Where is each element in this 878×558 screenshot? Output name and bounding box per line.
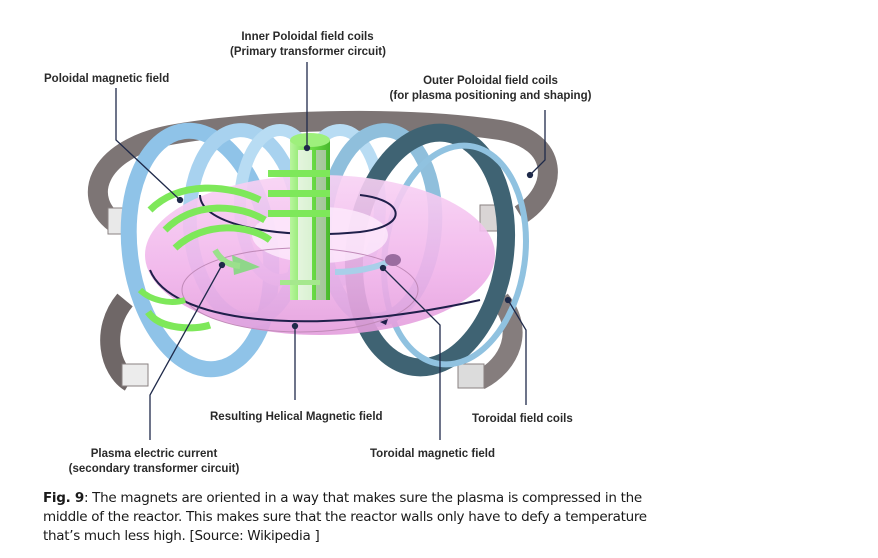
- poloidal-field-arrows: [137, 184, 273, 332]
- leader-toroidal-field: [382, 267, 441, 440]
- caption-text: : The magnets are oriented in a way that…: [43, 490, 647, 544]
- leader-lines: [115, 62, 546, 440]
- leader-poloidal-field: [115, 88, 181, 201]
- leader-outer-poloidal: [529, 110, 546, 176]
- figure-number: Fig. 9: [43, 490, 84, 506]
- label-resulting-helical-field: Resulting Helical Magnetic field: [210, 411, 383, 423]
- label-toroidal-magnetic-field: Toroidal magnetic field: [370, 448, 496, 460]
- label-outer-poloidal-coils: Outer Poloidal field coils (for plasma p…: [389, 75, 592, 102]
- leader-plasma-current: [149, 264, 223, 440]
- label-poloidal-magnetic-field: Poloidal magnetic field: [44, 73, 170, 85]
- label-toroidal-field-coils: Toroidal field coils: [472, 413, 573, 425]
- toroidal-field-tube: [334, 254, 401, 275]
- figure-caption: Fig. 9: The magnets are oriented in a wa…: [43, 489, 663, 546]
- central-solenoid: [268, 133, 330, 300]
- tokamak-diagram: [87, 62, 558, 440]
- leader-toroidal-coils: [507, 299, 527, 405]
- label-plasma-electric-current: Plasma electric current (secondary trans…: [68, 448, 240, 475]
- label-inner-poloidal-coils: Inner Poloidal field coils (Primary tran…: [230, 31, 386, 58]
